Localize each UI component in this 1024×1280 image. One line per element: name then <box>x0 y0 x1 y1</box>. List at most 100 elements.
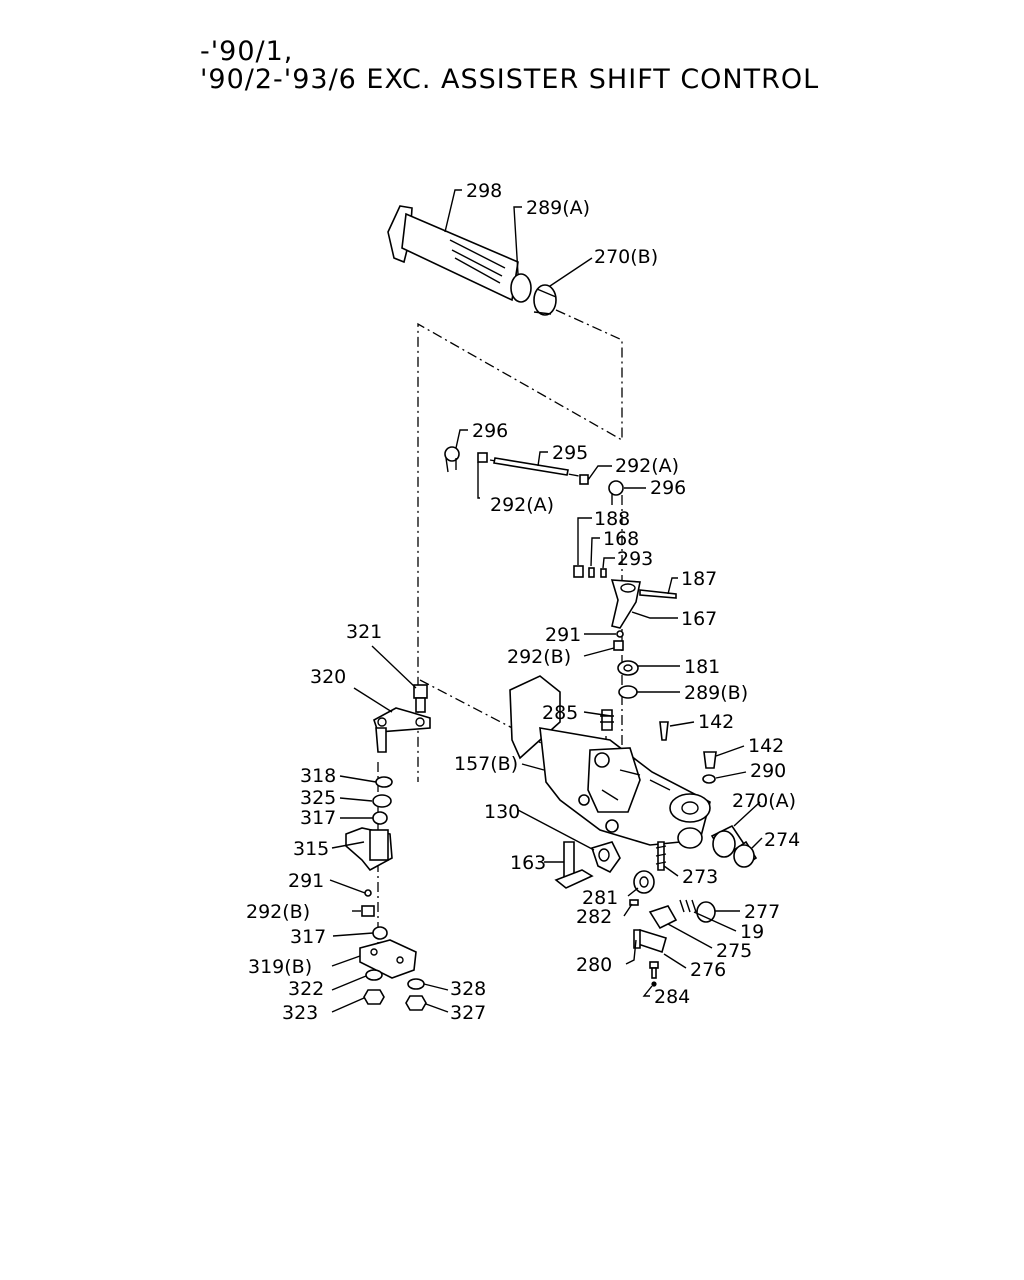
ring-289b <box>618 685 638 699</box>
seal-277 <box>696 901 716 923</box>
bolt-187 <box>639 589 677 599</box>
callout-293: 293 <box>617 548 653 570</box>
callout-274: 274 <box>764 829 800 851</box>
lever-167 <box>610 579 641 629</box>
lever-130 <box>590 841 621 874</box>
nut-188 <box>573 565 584 578</box>
plug-284 <box>651 981 657 987</box>
shaft-163 <box>554 841 594 889</box>
callout-292a-right: 292(A) <box>615 455 679 477</box>
spring-273-coils <box>655 845 667 865</box>
nut-327 <box>405 995 427 1011</box>
callout-142-upper: 142 <box>698 711 734 733</box>
bolt-142-upper <box>659 721 669 741</box>
sensor-285 <box>600 709 614 731</box>
callout-315: 315 <box>293 838 329 860</box>
nut-292a-left <box>477 452 488 463</box>
callout-328: 328 <box>450 978 486 1000</box>
nut-292b-lower <box>361 905 375 917</box>
bracket-319b <box>359 939 417 979</box>
callout-327: 327 <box>450 1002 486 1024</box>
callout-181: 181 <box>684 656 720 678</box>
shift-housing-157b <box>509 675 711 849</box>
callout-295: 295 <box>552 442 588 464</box>
alignment-line-shaft <box>417 309 623 782</box>
callout-289b: 289(B) <box>684 682 748 704</box>
fork-275 <box>637 905 678 954</box>
cap-274 <box>732 840 758 868</box>
title-line-1: -'90/1, <box>200 36 294 67</box>
title-line-2: '90/2-'93/6 EXC. ASSISTER SHIFT CONTROL <box>200 64 820 95</box>
bushing-281 <box>633 870 655 894</box>
callout-319b: 319(B) <box>248 956 312 978</box>
callout-296-top: 296 <box>472 420 508 442</box>
washer-291-lower <box>364 889 372 897</box>
callout-292b-upper: 292(B) <box>507 646 571 668</box>
bracket-320 <box>373 707 431 753</box>
rod-295 <box>493 457 569 476</box>
callout-317-upper: 317 <box>300 807 336 829</box>
callout-317-lower: 317 <box>290 926 326 948</box>
washer-290 <box>702 774 716 784</box>
bolt-276 <box>649 961 659 979</box>
callout-188: 188 <box>594 508 630 530</box>
shaft-298 <box>387 205 519 302</box>
nut-292a-right <box>579 474 589 485</box>
callout-167: 167 <box>681 608 717 630</box>
alignment-line-housing <box>419 679 546 746</box>
callout-320: 320 <box>310 666 346 688</box>
callout-163: 163 <box>510 852 546 874</box>
callout-291-upper: 291 <box>545 624 581 646</box>
ring-289a <box>510 273 532 303</box>
callout-284: 284 <box>654 986 690 1008</box>
washer-328 <box>407 978 425 990</box>
nut-292b-upper <box>613 640 624 651</box>
rod-end-296-right <box>608 480 624 505</box>
nut-323 <box>363 989 385 1005</box>
rod-end-296-left <box>444 446 460 473</box>
pin-282 <box>629 899 639 906</box>
callout-187: 187 <box>681 568 717 590</box>
callout-273: 273 <box>682 866 718 888</box>
callout-290: 290 <box>750 760 786 782</box>
bolt-142-lower <box>703 751 717 769</box>
callout-276: 276 <box>690 959 726 981</box>
callout-280: 280 <box>576 954 612 976</box>
washer-291-upper <box>616 630 624 638</box>
callout-130: 130 <box>484 801 520 823</box>
spring-19 <box>679 899 697 913</box>
callout-291-lower: 291 <box>288 870 324 892</box>
callout-289a: 289(A) <box>526 197 590 219</box>
bushing-317-upper <box>372 811 388 825</box>
callout-296-right: 296 <box>650 477 686 499</box>
washer-325 <box>372 794 392 808</box>
bushing-317-lower <box>372 926 388 940</box>
callout-281: 281 <box>582 887 618 909</box>
callout-321: 321 <box>346 621 382 643</box>
callout-277: 277 <box>744 901 780 923</box>
bushing-270b <box>533 284 557 316</box>
leader-lines <box>329 189 763 1013</box>
callout-282: 282 <box>576 906 612 928</box>
washer-168 <box>588 567 595 578</box>
callout-157b: 157(B) <box>454 753 518 775</box>
callout-292b-lower: 292(B) <box>246 901 310 923</box>
alignment-line-rod <box>489 459 591 479</box>
callout-168: 168 <box>603 528 639 550</box>
callout-292a-left: 292(A) <box>490 494 554 516</box>
lever-315 <box>345 827 393 872</box>
callout-labels: 298 289(A) 270(B) 296 295 292(A) 296 292… <box>246 180 800 1024</box>
callout-142-lower: 142 <box>748 735 784 757</box>
callout-285: 285 <box>542 702 578 724</box>
callout-323: 323 <box>282 1002 318 1024</box>
callout-19: 19 <box>740 921 764 943</box>
callout-298: 298 <box>466 180 502 202</box>
pin-293 <box>600 568 607 578</box>
callout-318: 318 <box>300 765 336 787</box>
washer-318 <box>375 776 393 788</box>
bushing-181 <box>617 660 639 676</box>
callout-322: 322 <box>288 978 324 1000</box>
callout-270a: 270(A) <box>732 790 796 812</box>
